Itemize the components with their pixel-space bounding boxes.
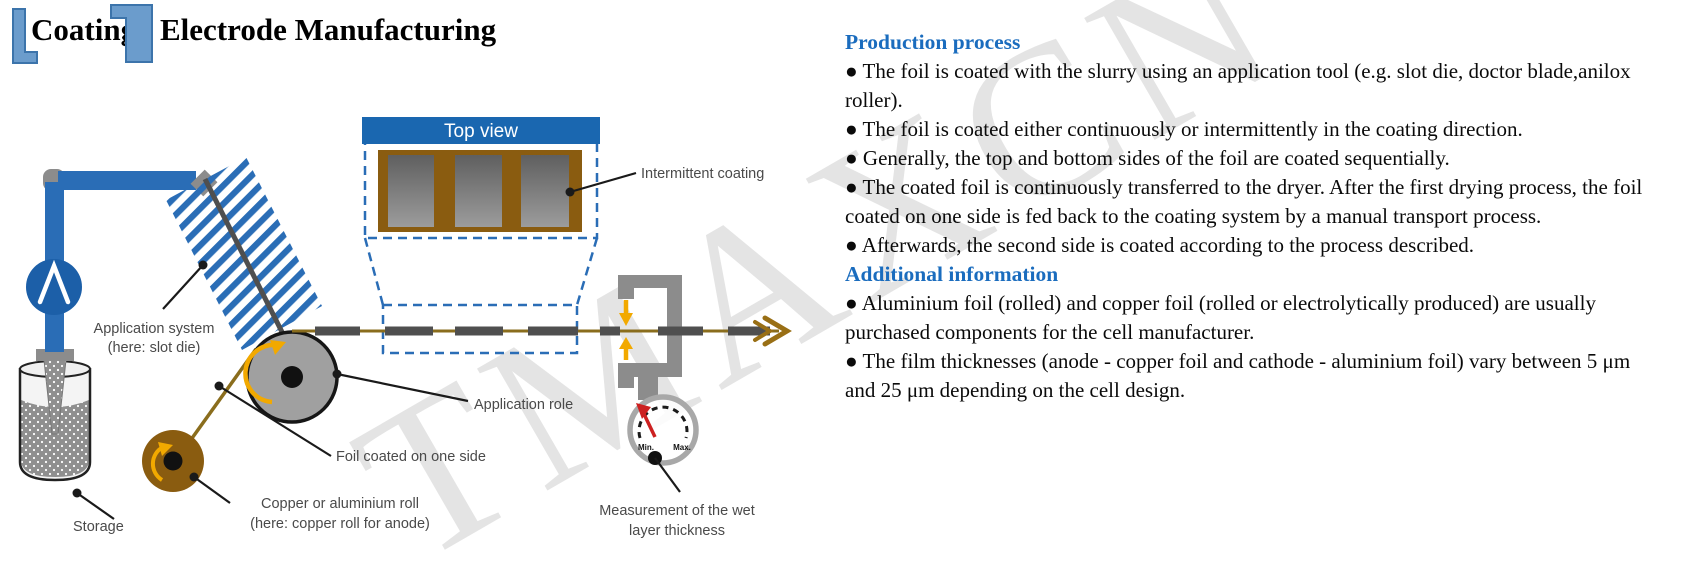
application-system-label: Application system: [94, 321, 215, 337]
bullet-item: ● Aluminium foil (rolled) and copper foi…: [845, 291, 1596, 344]
right-bracket-icon: [110, 4, 153, 63]
application-role-label: Application role: [474, 397, 573, 413]
application-roller: [243, 330, 339, 424]
gap-arrows-icon: [619, 300, 633, 360]
copper-roll-sublabel: (here: copper roll for anode): [250, 516, 430, 532]
top-view-label: Top view: [444, 121, 518, 142]
measurement-label-line1: Measurement of the wet: [599, 503, 755, 519]
page-title: Coating Electrode Manufacturing: [0, 0, 600, 70]
pump-icon: [26, 259, 82, 315]
title-electrode-manufacturing: Electrode Manufacturing: [160, 12, 497, 47]
label-pointers: [76, 171, 681, 520]
copper-roll: [142, 430, 204, 492]
copper-roll-label: Copper or aluminium roll: [261, 496, 419, 512]
measurement-label-line2: layer thickness: [629, 523, 725, 539]
thickness-clamp: [618, 275, 682, 400]
bullet-item: ● The coated foil is continuously transf…: [845, 175, 1643, 228]
foil-coated-label: Foil coated on one side: [336, 449, 486, 465]
coated-foil-line: [292, 315, 792, 347]
bullet-item: ● The foil is coated either continuously…: [845, 117, 1523, 141]
direction-arrow-icon: [753, 315, 792, 347]
left-bracket-icon: [12, 8, 38, 64]
gauge-max-label: Max.: [673, 443, 691, 452]
bullet-item: ● Generally, the top and bottom sides of…: [845, 146, 1450, 170]
bullet-item: ● The foil is coated with the slurry usi…: [845, 59, 1631, 112]
thickness-gauge: Min. Max.: [627, 394, 699, 466]
bullet-item: ● The film thicknesses (anode - copper f…: [845, 349, 1631, 402]
gauge-min-label: Min.: [638, 443, 654, 452]
slot-die: [166, 157, 322, 350]
coating-process-diagram: Top view: [18, 117, 792, 539]
intermittent-coating-label: Intermittent coating: [641, 166, 764, 182]
production-process-heading: Production process: [845, 30, 1021, 54]
additional-information-heading: Additional information: [845, 262, 1059, 286]
top-view-box: Top view: [362, 117, 600, 355]
pointer-dots: [72, 187, 575, 498]
application-system-sublabel: (here: slot die): [108, 340, 201, 356]
storage-label: Storage: [73, 519, 124, 535]
bullet-item: ● Afterwards, the second side is coated …: [845, 233, 1475, 257]
info-panel: Production process ● The foil is coated …: [845, 28, 1645, 405]
